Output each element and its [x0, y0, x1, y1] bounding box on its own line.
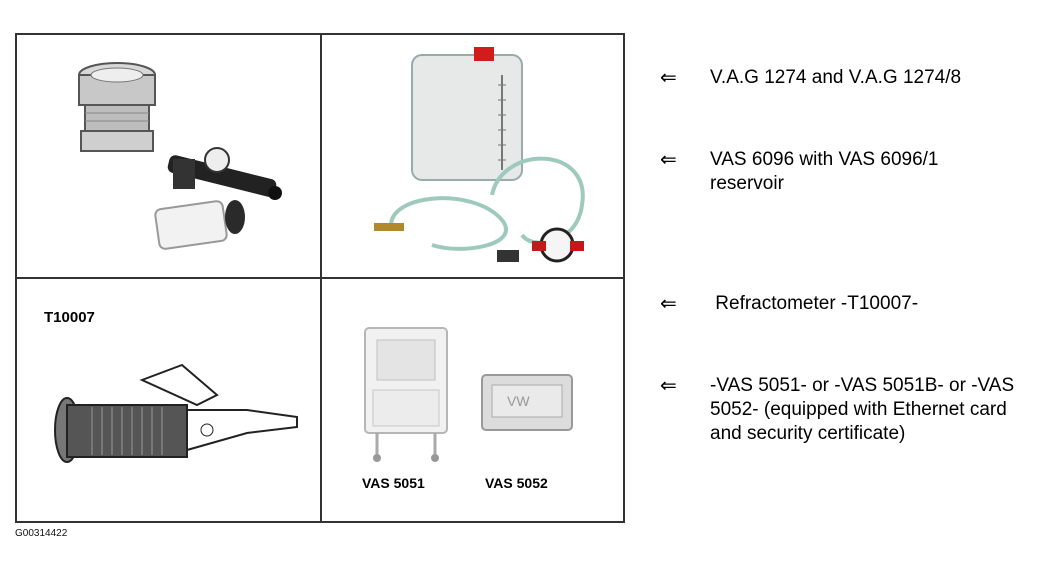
adapter-and-pump-tool-image: [57, 55, 297, 255]
grid-horizontal-divider: [17, 277, 623, 279]
figure-code: G00314422: [15, 528, 68, 539]
svg-text:VW: VW: [507, 393, 530, 409]
left-arrow-icon: ⇐: [660, 291, 677, 315]
tool-description-item: ⇐ VAS 6096 with VAS 6096/1 reservoir: [660, 148, 1010, 196]
tool-number-label: T10007: [44, 309, 95, 326]
coolant-reservoir-with-hoses-image: [352, 45, 612, 270]
left-arrow-icon: ⇐: [660, 147, 677, 171]
tool-description-text: VAS 6096 with VAS 6096/1 reservoir: [710, 149, 939, 194]
tool-description-item: ⇐ Refractometer -T10007-: [660, 292, 1030, 316]
vas-5051-label: VAS 5051: [362, 475, 425, 491]
tool-description-text: -VAS 5051- or -VAS 5051B- or -VAS 5052- …: [710, 375, 1015, 444]
tool-description-text: V.A.G 1274 and V.A.G 1274/8: [710, 67, 962, 88]
tool-description-text: Refractometer -T10007-: [710, 293, 919, 314]
vas-5052-label: VAS 5052: [485, 475, 548, 491]
diagnostic-units-image: VW: [357, 320, 587, 470]
left-arrow-icon: ⇐: [660, 65, 677, 89]
refractometer-image: [47, 355, 307, 475]
tool-description-item: ⇐ V.A.G 1274 and V.A.G 1274/8: [660, 66, 1030, 90]
tool-description-item: ⇐ -VAS 5051- or -VAS 5051B- or -VAS 5052…: [660, 374, 1030, 446]
tool-image-grid: T10007 VW: [15, 33, 625, 523]
left-arrow-icon: ⇐: [660, 373, 677, 397]
